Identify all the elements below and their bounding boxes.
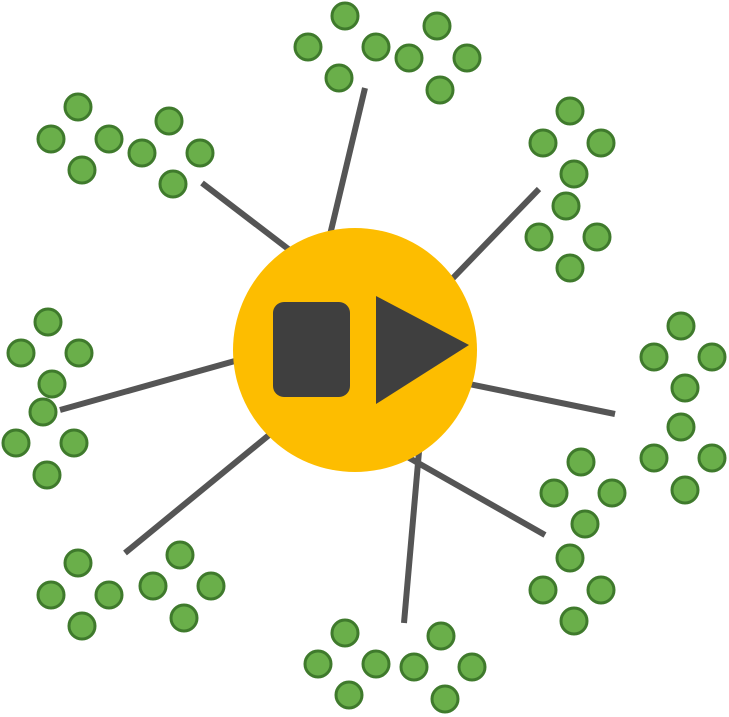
cluster-dot — [165, 540, 195, 570]
cluster-top — [293, 1, 482, 105]
cluster-dot — [528, 128, 558, 158]
cluster-dot — [430, 684, 460, 714]
cluster-top-left — [36, 92, 215, 199]
cluster-dot — [28, 397, 58, 427]
cluster-dot — [586, 575, 616, 605]
cluster-dot — [425, 75, 455, 105]
cluster-dot — [330, 1, 360, 31]
cluster-dot — [394, 43, 424, 73]
cluster-dot — [59, 428, 89, 458]
cluster-dot — [457, 652, 487, 682]
cluster-dot — [539, 478, 569, 508]
cluster-dot — [426, 621, 456, 651]
cluster-dot — [582, 222, 612, 252]
cluster-right — [639, 311, 727, 505]
cluster-bottom-right — [528, 447, 627, 636]
cluster-dot — [6, 338, 36, 368]
cluster-dot — [293, 32, 323, 62]
cluster-dot — [666, 311, 696, 341]
cluster-dot — [670, 373, 700, 403]
cluster-dot — [324, 63, 354, 93]
cluster-dot — [697, 443, 727, 473]
cluster-dot — [36, 580, 66, 610]
cluster-dot — [528, 575, 558, 605]
cluster-dot — [127, 138, 157, 168]
cluster-dot — [330, 618, 360, 648]
cluster-dot — [63, 92, 93, 122]
cluster-dot — [33, 307, 63, 337]
cluster-dot — [555, 543, 585, 573]
cluster-bottom — [303, 618, 487, 714]
cluster-dot — [586, 128, 616, 158]
cluster-dot — [67, 155, 97, 185]
cluster-dot — [361, 649, 391, 679]
cluster-dot — [196, 571, 226, 601]
cluster-dot — [36, 124, 66, 154]
cluster-dot — [138, 571, 168, 601]
cluster-left — [1, 307, 94, 490]
cluster-dot — [63, 548, 93, 578]
cluster-dot — [361, 32, 391, 62]
cluster-dot — [666, 412, 696, 442]
cluster-dot — [1, 428, 31, 458]
cluster-dot — [697, 342, 727, 372]
cluster-dot — [303, 649, 333, 679]
cluster-dot — [422, 11, 452, 41]
cluster-dot — [524, 222, 554, 252]
cluster-dot — [555, 253, 585, 283]
cluster-dot — [452, 43, 482, 73]
cluster-dot — [169, 603, 199, 633]
cluster-top-right — [524, 96, 616, 283]
cluster-dot — [559, 159, 589, 189]
cluster-dot — [185, 138, 215, 168]
cluster-bottom-left — [36, 540, 226, 641]
cluster-dot — [67, 611, 97, 641]
cluster-dot — [158, 169, 188, 199]
cluster-dot — [570, 509, 600, 539]
cluster-dot — [399, 652, 429, 682]
cluster-dot — [37, 369, 67, 399]
cluster-dot — [64, 338, 94, 368]
cluster-dot — [597, 478, 627, 508]
cluster-dot — [334, 680, 364, 710]
play-triangle-icon — [376, 296, 469, 404]
cluster-dot — [670, 475, 700, 505]
cluster-dot — [639, 342, 669, 372]
cluster-dot — [566, 447, 596, 477]
cluster-dot — [154, 106, 184, 136]
cluster-dot — [639, 443, 669, 473]
cluster-dot — [551, 191, 581, 221]
hub-circle — [233, 228, 477, 472]
cluster-dot — [94, 580, 124, 610]
cluster-dot — [559, 606, 589, 636]
cluster-dot — [555, 96, 585, 126]
cluster-dot — [32, 460, 62, 490]
cluster-dot — [94, 124, 124, 154]
stop-square-icon — [273, 302, 350, 397]
